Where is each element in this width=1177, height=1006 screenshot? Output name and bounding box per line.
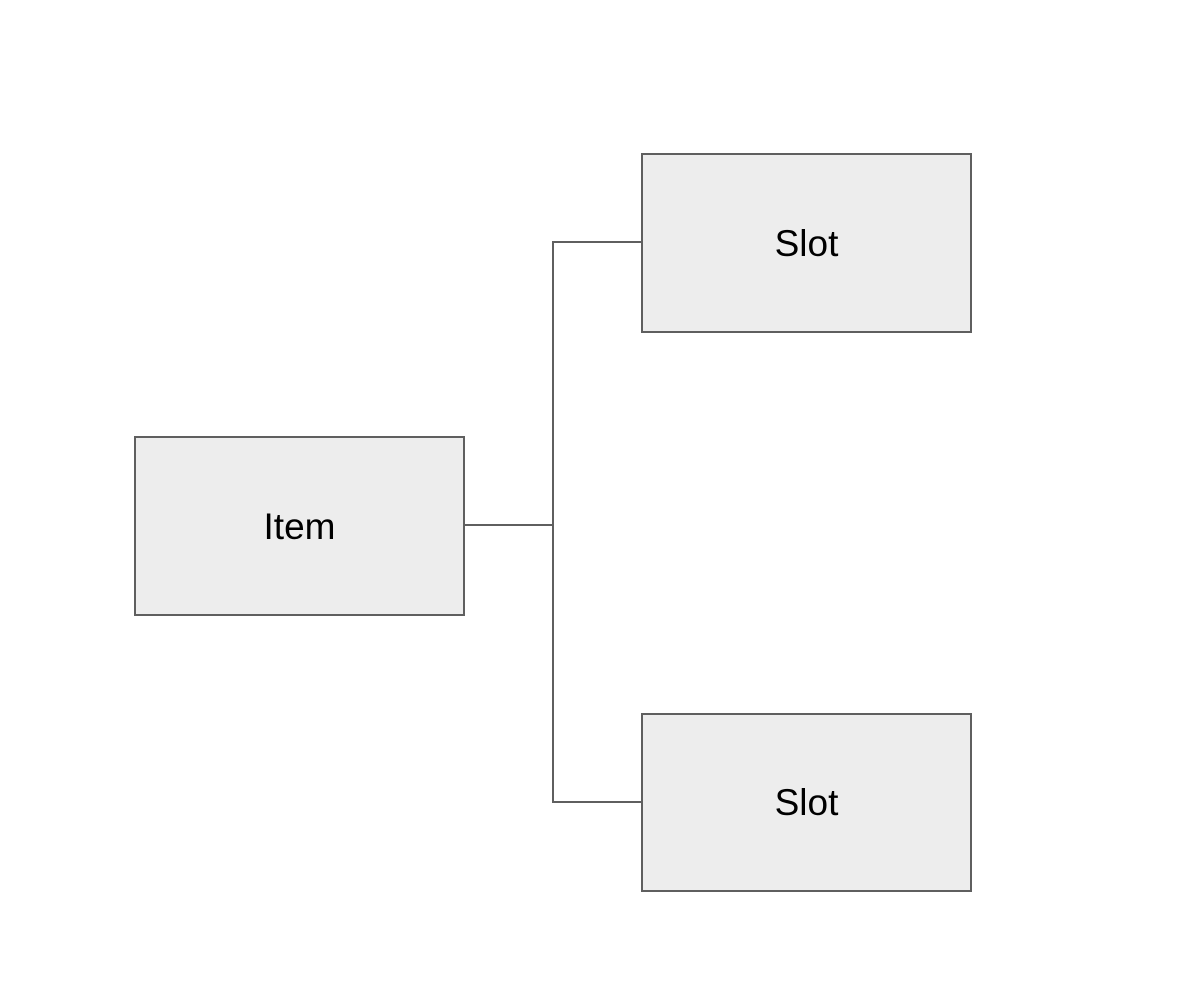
slot-node-bottom-label: Slot — [774, 782, 839, 823]
item-node-label: Item — [263, 505, 336, 547]
item-node: Item — [134, 436, 465, 616]
slot-node-bottom: Slot — [641, 713, 972, 892]
slot-node-top-label: Slot — [774, 222, 839, 264]
slot-node-top: Slot — [641, 153, 972, 333]
